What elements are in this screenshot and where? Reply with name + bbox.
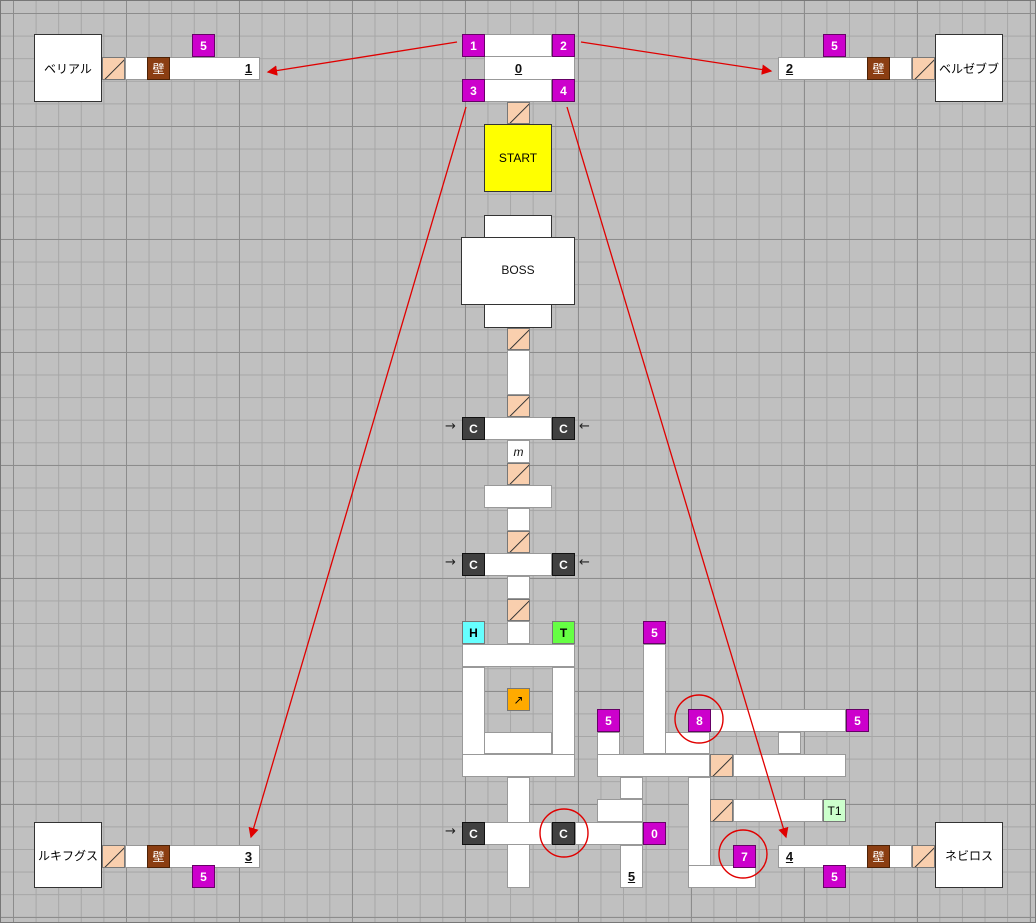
floor-number-2: 2 (785, 61, 794, 76)
beelzebub-room[interactable]: ベルゼブブ (935, 34, 1003, 102)
floor-number-4: 4 (785, 849, 794, 864)
corridor (484, 485, 552, 508)
start-label: START (498, 151, 538, 165)
warp-tile-3[interactable]: 3 (462, 79, 485, 102)
boss-room-horizontal (461, 237, 575, 305)
item-tile[interactable]: ↗ (507, 688, 530, 711)
warp-hub-floor (484, 56, 575, 80)
stairs-icon[interactable] (710, 799, 733, 822)
lucifugus-label: ルキフグス (37, 848, 98, 863)
warp-tile-5[interactable]: 5 (597, 709, 620, 732)
corridor (643, 644, 666, 754)
route-arrow-4 (566, 106, 789, 839)
lucifugus-room[interactable]: ルキフグス (34, 822, 102, 888)
switch-tile-right-2[interactable]: C (552, 553, 575, 576)
switch-tile-center-3[interactable]: C (552, 822, 575, 845)
corridor (597, 799, 643, 822)
corridor (620, 845, 643, 888)
warp-tile-4[interactable]: 4 (552, 79, 575, 102)
arrow-left-icon: ← (579, 419, 590, 434)
boss-label: BOSS (501, 263, 535, 277)
stairs-icon[interactable] (912, 57, 935, 80)
warp-tile-7[interactable]: 7 (733, 845, 756, 868)
wall-tile: 壁 (147, 845, 170, 868)
beelzebub-label: ベルゼブブ (938, 61, 999, 76)
heal-tile[interactable]: H (462, 621, 485, 644)
warp-tile-2[interactable]: 2 (552, 34, 575, 57)
nebiros-label: ネビロス (944, 848, 993, 863)
corridor (462, 754, 575, 777)
wall-tile: 壁 (867, 845, 890, 868)
corridor (620, 777, 643, 799)
nebiros-room[interactable]: ネビロス (935, 822, 1003, 888)
stairs-icon[interactable] (912, 845, 935, 868)
arrow-right-icon: → (445, 824, 456, 839)
warp-tile-8[interactable]: 8 (688, 709, 711, 732)
switch-tile-left-1[interactable]: C (462, 417, 485, 440)
corridor (733, 754, 846, 777)
highlight-circle-c (539, 808, 589, 858)
stairs-icon[interactable] (507, 395, 530, 417)
warp-tile-5[interactable]: 5 (643, 621, 666, 644)
belial-label: ベリアル (44, 61, 92, 76)
warp-tile-5[interactable]: 5 (192, 34, 215, 57)
stairs-icon[interactable] (507, 328, 530, 350)
stairs-icon[interactable] (507, 599, 530, 621)
floor-number-0: 0 (514, 61, 523, 76)
corridor (507, 621, 530, 644)
wall-tile: 壁 (867, 57, 890, 80)
wall-tile: 壁 (147, 57, 170, 80)
switch-tile-left-2[interactable]: C (462, 553, 485, 576)
stairs-icon[interactable] (507, 531, 530, 553)
floor-number-5: 5 (627, 869, 636, 884)
corridor (665, 732, 710, 754)
corridor (484, 732, 552, 754)
warp-tile-5[interactable]: 5 (823, 865, 846, 888)
treasure-tile[interactable]: T (552, 621, 575, 644)
switch-tile-right-1[interactable]: C (552, 417, 575, 440)
route-arrow-2 (580, 41, 773, 75)
arrow-left-icon: ← (579, 555, 590, 570)
floor-number-1: 1 (244, 61, 253, 76)
arrow-right-icon: → (445, 419, 456, 434)
corridor (778, 732, 801, 754)
route-arrow-1 (266, 41, 458, 76)
highlight-circle-8 (674, 694, 724, 744)
stairs-icon[interactable] (102, 845, 125, 868)
stairs-icon[interactable] (507, 463, 530, 485)
switch-tile-left-3[interactable]: C (462, 822, 485, 845)
corridor (575, 822, 643, 845)
warp-tile-1[interactable]: 1 (462, 34, 485, 57)
start-room[interactable]: START (484, 124, 552, 192)
stairs-icon[interactable] (507, 102, 530, 124)
route-arrow-3 (248, 106, 467, 839)
treasure-tile-1[interactable]: T1 (823, 799, 846, 822)
highlight-circle-7 (718, 829, 768, 879)
stairs-icon[interactable] (102, 57, 125, 80)
monster-marker: m (513, 444, 524, 459)
corridor (462, 644, 575, 667)
warp-tile-5[interactable]: 5 (846, 709, 869, 732)
warp-tile-5[interactable]: 5 (823, 34, 846, 57)
arrow-right-icon: → (445, 555, 456, 570)
stairs-icon[interactable] (710, 754, 733, 777)
warp-tile-0[interactable]: 0 (643, 822, 666, 845)
warp-tile-5[interactable]: 5 (192, 865, 215, 888)
floor-number-3: 3 (244, 849, 253, 864)
